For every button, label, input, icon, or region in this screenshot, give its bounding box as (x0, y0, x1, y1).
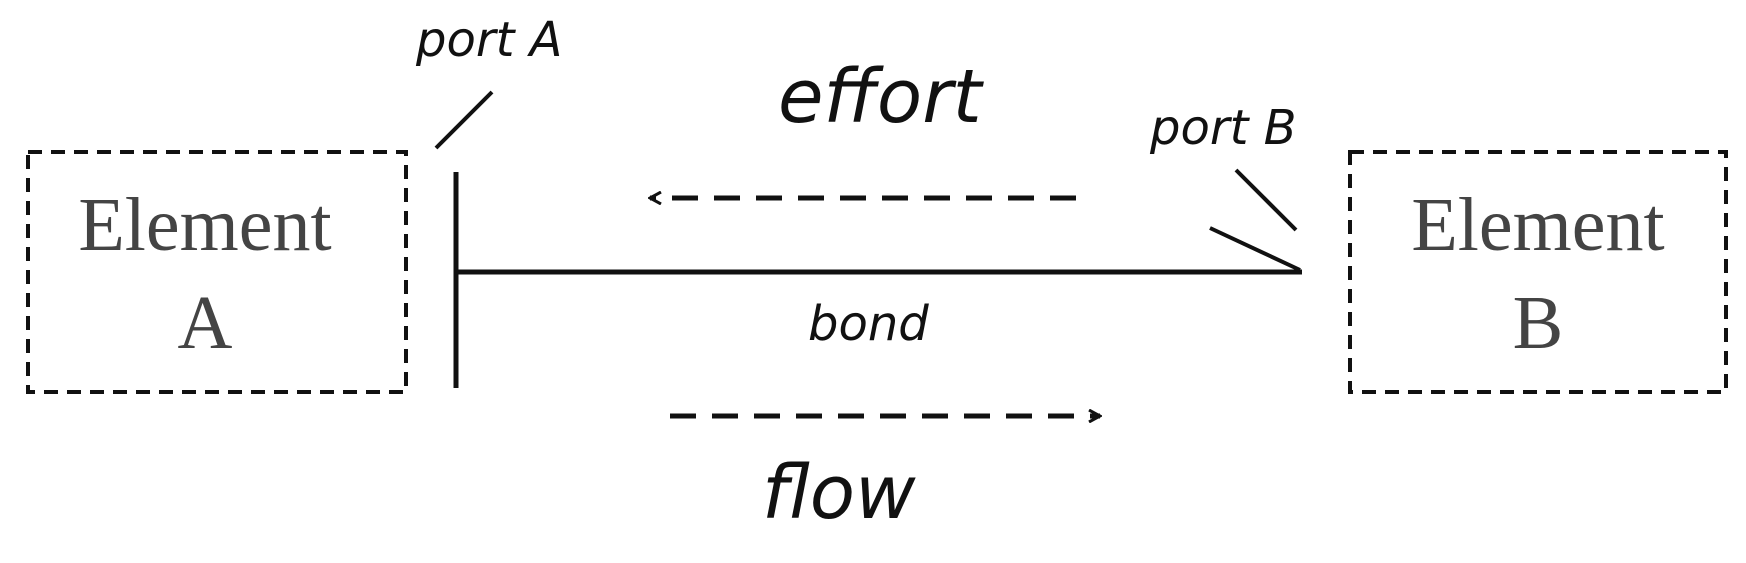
element-a: Element A (26, 150, 408, 394)
bond-label: bond (808, 296, 929, 352)
bond-half-arrow (1209, 226, 1301, 272)
element-b-label-line2: B (1513, 281, 1564, 365)
element-a-label-line1: Element (78, 183, 331, 267)
flow-label: flow (762, 450, 916, 536)
port-b-pointer (1234, 168, 1298, 232)
element-a-box (26, 150, 408, 394)
port-a-pointer (434, 90, 494, 150)
port-a-label: port A (415, 12, 562, 68)
element-b-label-line1: Element (1411, 183, 1664, 267)
effort-label: effort (778, 54, 985, 140)
element-a-label-line2: A (178, 281, 233, 365)
element-b: Element B (1348, 150, 1728, 394)
element-b-box (1348, 150, 1728, 394)
port-b-label: port B (1149, 100, 1297, 156)
